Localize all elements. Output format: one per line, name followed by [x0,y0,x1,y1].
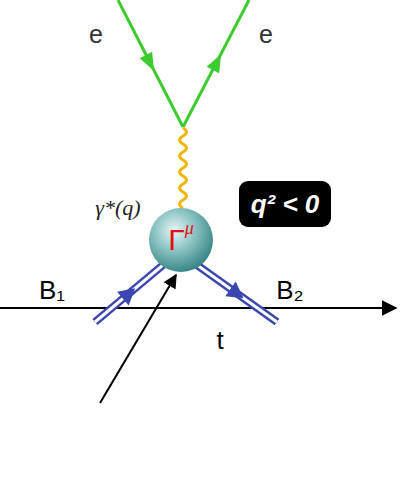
vertex-blob: Γμ [148,207,214,273]
particle-label: e [89,22,103,47]
photon-line [180,128,187,208]
kinematic-condition: q² < 0 [251,189,320,219]
pointer-arrow [100,275,176,403]
baryon-label: B₂ [276,277,303,303]
condition-box: q² < 0 [239,181,332,227]
vertex-index: μ [185,219,194,237]
baryon-line [95,265,277,322]
photon-label: γ*(q) [95,197,140,219]
electron-line [118,0,249,127]
time-axis [0,307,396,309]
baryon-label: B₁ [39,277,65,303]
axis-label: t [216,327,223,353]
vertex-symbol: Γ [168,225,185,255]
particle-label: e [259,22,273,47]
